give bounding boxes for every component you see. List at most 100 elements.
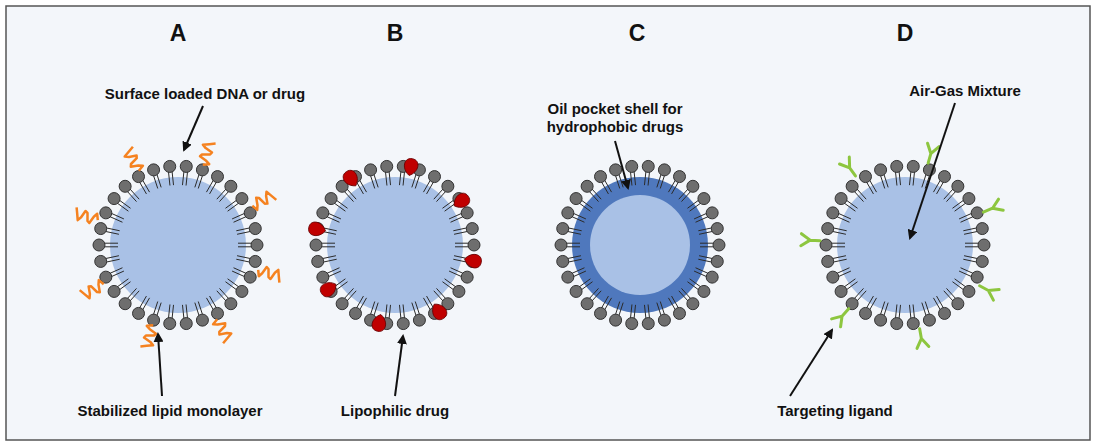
lipid-head — [236, 285, 248, 297]
dna-strand — [80, 280, 104, 298]
lipid-tail — [195, 174, 199, 187]
lipid-tail — [566, 246, 580, 247]
lipid-tail — [186, 304, 187, 318]
lipid-tail — [909, 305, 910, 319]
lipid-tail — [925, 302, 929, 315]
lipid-head — [642, 160, 654, 172]
lipid-tail — [963, 228, 977, 231]
lipid-tail — [568, 259, 582, 262]
leader-line — [910, 103, 955, 238]
lipid-tail — [913, 304, 914, 318]
lipid-tail — [117, 279, 128, 287]
lipophilic-drug — [307, 221, 326, 238]
lipid-tail — [838, 213, 851, 219]
lipid-tail — [884, 174, 888, 187]
lipid-tail — [206, 180, 213, 192]
lipid-tail — [139, 182, 146, 194]
lipid-tail — [403, 304, 404, 318]
lipid-tail — [385, 172, 386, 186]
lipid-tail — [964, 231, 978, 234]
lipid-tail — [566, 243, 580, 244]
lipid-head — [133, 307, 145, 319]
lipid-head — [225, 298, 237, 310]
lipid-head — [317, 207, 329, 219]
lipid-tail — [232, 271, 245, 277]
lipid-head — [164, 160, 176, 172]
lipid-tail — [579, 279, 590, 287]
lipid-tail — [589, 191, 598, 201]
lipid-head — [698, 285, 710, 297]
targeting-ligand — [840, 157, 856, 176]
leader-lines — [158, 103, 955, 396]
lipid-tail — [455, 243, 469, 244]
lipid-head — [133, 171, 145, 183]
lipid-tail — [619, 174, 623, 187]
lipid-head — [706, 271, 718, 283]
callout-label: Air-Gas Mixture — [909, 82, 1021, 100]
lipid-head — [397, 318, 409, 330]
lipid-tail — [237, 256, 251, 259]
lipid-head — [312, 255, 324, 267]
lipid-tail — [854, 191, 863, 201]
lipid-tail — [415, 175, 419, 188]
lipid-tail — [946, 191, 955, 201]
lipid-tail — [961, 217, 974, 223]
lipid-tail — [347, 291, 356, 301]
lipid-head — [835, 285, 847, 297]
lipid-head — [907, 160, 919, 172]
lipid-tail — [106, 228, 120, 231]
lipid-tail — [442, 200, 453, 208]
lipid-tail — [866, 182, 873, 194]
lipid-tail — [648, 172, 649, 186]
lipid-tail — [323, 259, 337, 262]
lipid-tail — [139, 296, 146, 308]
lipid-head — [95, 255, 107, 267]
lipid-tail — [217, 189, 226, 199]
lipid-tail — [952, 200, 963, 208]
lipid-tail — [234, 217, 247, 223]
lipophilic-drug — [318, 279, 340, 300]
lipid-head — [820, 239, 832, 251]
lipid-head — [148, 164, 160, 176]
lipid-tail — [952, 282, 963, 290]
lipid-tail — [944, 189, 953, 199]
lipid-tail — [870, 298, 877, 310]
lipid-tail — [880, 302, 884, 315]
lipid-tail — [210, 296, 217, 308]
dna-strand — [213, 319, 231, 343]
lipid-tail — [844, 279, 855, 287]
targeting-ligand — [801, 234, 820, 246]
lipid-tail — [106, 259, 120, 262]
lipid-tail — [922, 303, 926, 316]
targeting-ligand — [832, 309, 849, 327]
lipid-head — [626, 160, 638, 172]
lipid-tail — [568, 228, 582, 231]
dna-strand — [200, 144, 216, 165]
lipid-head — [860, 171, 872, 183]
lipid-tail — [399, 305, 400, 319]
lipophilic-drug — [341, 168, 362, 190]
lipid-tail — [423, 180, 430, 192]
lipid-tail — [700, 246, 714, 247]
lipid-tail — [895, 304, 896, 318]
lipid-head — [236, 193, 248, 205]
lipid-tail — [857, 291, 866, 301]
lipid-head — [95, 223, 107, 235]
lipid-tail — [389, 305, 390, 319]
lipid-head — [963, 285, 975, 297]
lipid-tail — [601, 296, 608, 308]
lipid-head — [381, 160, 393, 172]
lipophilic-drug — [429, 300, 450, 322]
lipid-head — [325, 193, 337, 205]
lipid-tail — [449, 271, 462, 277]
lipid-head — [976, 255, 988, 267]
lipid-tail — [157, 303, 161, 316]
lipid-head — [674, 307, 686, 319]
lipid-tail — [679, 291, 688, 301]
lipid-tail — [399, 171, 400, 185]
lipid-tail — [567, 256, 581, 259]
lipid-tail — [698, 259, 712, 262]
lipid-head — [310, 239, 322, 251]
callout-label: Lipophilic drug — [341, 402, 449, 420]
lipid-head — [336, 298, 348, 310]
